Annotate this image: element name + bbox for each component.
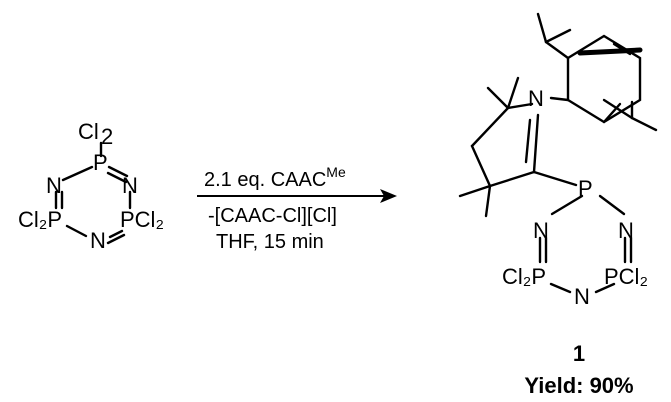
bond-aryl-ipr-top [544,40,570,60]
atom-p-right: PCl₂ [120,207,164,232]
condition-byproduct: -[CAAC-Cl][Cl] [208,205,337,227]
bond-ipr-top-me2 [544,28,572,44]
reaction-arrow-group: 2.1 eq. CAACMe -[CAAC-Cl][Cl] THF, 15 mi… [197,164,397,253]
yield-label: Yield: 90% [524,373,633,398]
bond-me-1 [486,86,510,110]
subscript-2: 2 [101,124,113,149]
bond-me-3 [458,184,492,198]
bond-n-bottom-p-right-b [106,233,126,245]
atom-p-top: P [578,176,593,201]
atom-n-left: N [533,218,549,243]
bond-n-aryl [549,96,570,102]
bond-c-n-b [524,118,532,164]
bond-p-n-left [61,165,94,182]
atom-n-right: N [618,218,634,243]
bond-me-4 [484,184,492,218]
bond-p-n-left [550,194,584,216]
bond-p-left-n-bottom [549,282,572,294]
bond-ipr-top-me1 [536,12,548,44]
bond-c-p [532,170,578,187]
atom-n-ring: N [528,86,544,111]
bond-ipr-bottom-me2 [630,116,658,132]
aryl-double-bond [612,42,632,56]
bond-ch2-cq2 [470,144,492,188]
reactant-molecule: Cl 2 P N N Cl₂P N PCl₂ [18,119,164,253]
atom-p-top: P [93,150,108,175]
bond-cq2-c [488,170,536,188]
aryl-bold-edge [577,47,643,56]
bond-n-bottom-p-right-a [108,229,124,239]
atom-cl: Cl [78,119,99,144]
bond-p-n-right-a [107,165,129,178]
atom-n-right: N [122,173,138,198]
product-molecule: N P N N Cl₂P N PCl₂ 1 Yield: 90% [458,12,658,398]
atom-p-left: Cl₂P [502,264,546,289]
atom-n-left: N [46,173,62,198]
atom-p-right: PCl₂ [604,264,648,289]
bond-p-n-right [598,194,626,216]
bond-me-2 [506,76,520,110]
bond-cq-ch2 [470,106,510,148]
condition-solvent-time: THF, 15 min [216,231,324,253]
bond-aryl-ipr-bottom [602,102,622,124]
atom-n-bottom: N [90,228,106,253]
bond-cq-n [506,102,534,110]
bond-c-n-a [532,113,540,174]
bond-n-bottom-p-right [594,282,616,294]
atom-n-bottom: N [574,284,590,309]
condition-reagent: 2.1 eq. CAACMe [204,164,346,191]
bond-ipr-bottom [602,98,634,120]
bond-p-n-right-b [106,171,128,184]
atom-p-left: Cl₂P [18,207,62,232]
compound-label: 1 [573,341,585,366]
bond-p-left-n-bottom [65,224,88,238]
arrow-head [380,189,397,203]
